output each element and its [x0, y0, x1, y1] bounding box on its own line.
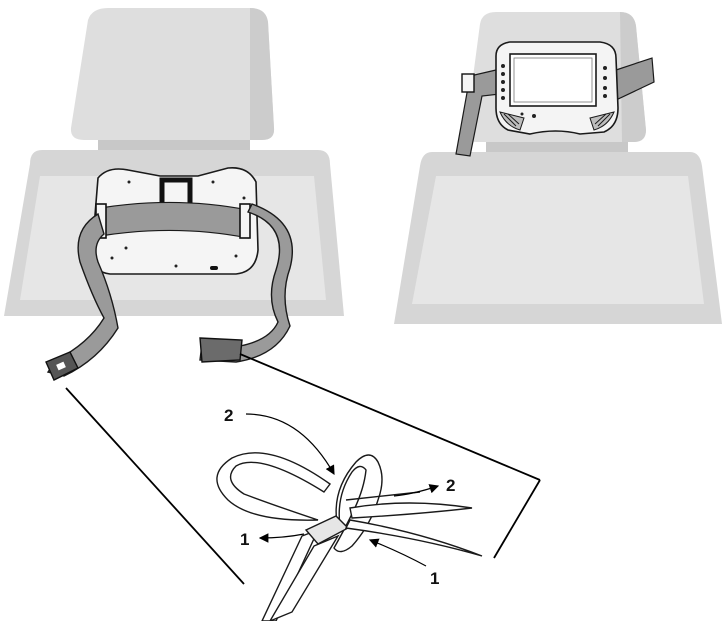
- right-seat-assembly: [394, 12, 722, 324]
- callout-step-2-right: 2: [446, 476, 455, 495]
- callout-step-1-left: 1: [240, 530, 249, 549]
- right-strap-tip: [199, 337, 243, 363]
- bag-rivets: [110, 180, 246, 268]
- right-headrest-post-bar: [486, 142, 628, 152]
- player-buttons-right: [603, 66, 607, 98]
- left-seat-assembly: [4, 8, 344, 381]
- speaker-left-icon: [499, 111, 525, 131]
- player-power-button: [532, 114, 536, 118]
- detail-strap-tail-2: [344, 519, 483, 557]
- callout-step-2-top: 2: [224, 406, 233, 425]
- dvd-player-screen-inner: [513, 57, 593, 103]
- left-headrest: [70, 8, 275, 140]
- bag-zipper-pull: [210, 266, 218, 270]
- player-led: [520, 112, 524, 116]
- left-headrest-shade: [250, 8, 275, 140]
- dvd-player-screen: [509, 53, 597, 107]
- carry-bag-handle: [159, 177, 193, 206]
- arrow-step-2-right: [393, 484, 440, 497]
- detail-strap-loop: [216, 452, 331, 521]
- detail-strap-lower-2: [269, 534, 340, 621]
- arrow-step-1-bottom: [368, 538, 427, 567]
- arrow-step-1-left: [258, 533, 305, 543]
- right-seat-back-inner: [412, 176, 704, 304]
- speaker-right-icon: [589, 111, 615, 131]
- zoom-guide-lines: [65, 353, 541, 585]
- instruction-arrows: [245, 413, 440, 567]
- arrow-step-2-top: [245, 413, 335, 476]
- strap-buckle-slot: [56, 361, 66, 371]
- callout-step-1-bottom: 1: [430, 569, 439, 588]
- strap-clip-right: [239, 203, 251, 239]
- left-hanging-strap: [46, 212, 119, 377]
- left-headrest-post-bar: [98, 140, 250, 150]
- detail-strap-upright: [333, 454, 383, 553]
- strap-threading-detail: [216, 452, 483, 621]
- player-strap-clip: [461, 73, 475, 93]
- detail-strap-tail: [349, 502, 473, 519]
- player-buttons-left: [501, 64, 505, 100]
